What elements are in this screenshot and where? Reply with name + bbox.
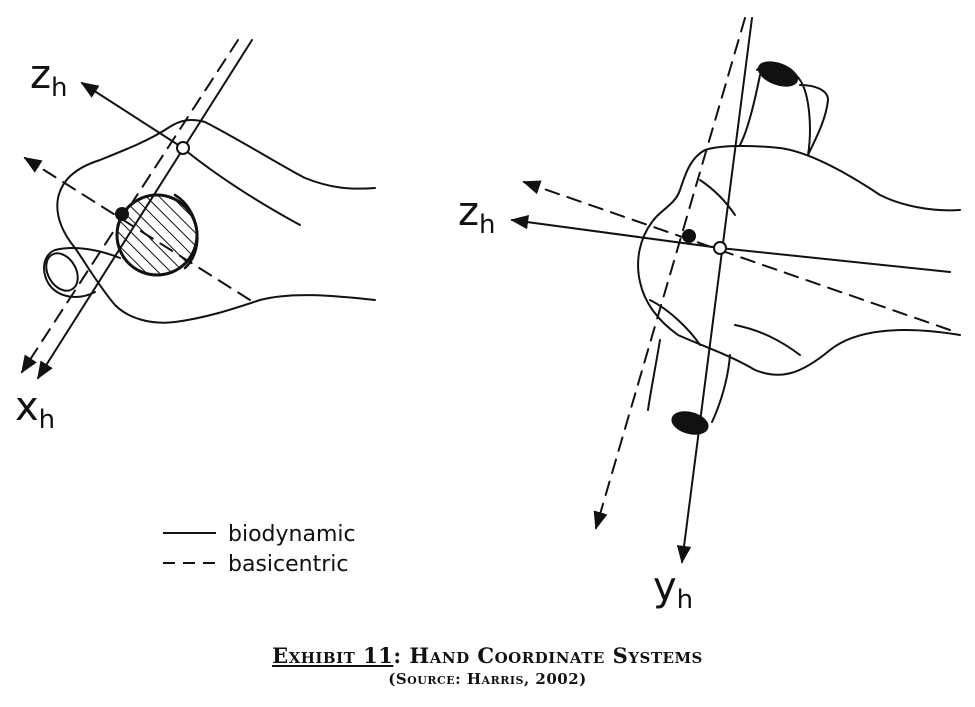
- left-hand-diagram: [21, 39, 376, 380]
- right-z-axis-tail: [719, 247, 951, 273]
- right-basicentric-origin: [682, 229, 696, 243]
- left-hand-outline: [56, 119, 376, 324]
- left-z-label: zh: [30, 52, 67, 103]
- right-bar-top-end: [757, 61, 799, 87]
- caption-exhibit: Exhibit 11: [272, 643, 394, 668]
- left-thumb: [43, 247, 121, 298]
- left-biodynamic-origin: [176, 141, 190, 155]
- right-y-label: yh: [653, 564, 693, 615]
- left-x-axis-solid: [37, 39, 253, 380]
- legend-solid-label: biodynamic: [228, 522, 356, 547]
- right-bar-bottom: [647, 339, 731, 423]
- left-z-axis: [80, 82, 184, 149]
- right-hand-diagram: [510, 17, 961, 564]
- figure-caption: Exhibit 11: Hand Coordinate Systems (Sou…: [0, 643, 975, 688]
- legend: biodynamic basicentric: [163, 522, 356, 577]
- right-y-axis: [676, 17, 753, 564]
- right-z-axis-dashed: [522, 180, 951, 331]
- right-biodynamic-origin: [713, 241, 727, 255]
- caption-source: (Source: Harris, 2002): [388, 670, 587, 688]
- legend-dashed-label: basicentric: [228, 552, 348, 577]
- caption-title-text: : Hand Coordinate Systems: [393, 643, 703, 668]
- hand-coordinate-figure: zh xh zh yh biodynami: [15, 17, 961, 615]
- right-hand-outline: [637, 144, 961, 376]
- left-basicentric-origin: [115, 207, 129, 221]
- caption-title: Exhibit 11: Hand Coordinate Systems: [0, 643, 975, 668]
- left-knuckle-line: [184, 149, 301, 226]
- left-x-axis-dashed: [21, 39, 239, 374]
- right-y-axis-dashed: [593, 17, 746, 530]
- right-bar-bottom-end: [671, 411, 709, 435]
- left-thumb-nail: [45, 252, 79, 292]
- left-x-label: xh: [15, 384, 55, 435]
- right-z-label: zh: [458, 189, 495, 240]
- left-z-axis-dashed: [23, 157, 251, 301]
- right-z-axis: [510, 215, 721, 249]
